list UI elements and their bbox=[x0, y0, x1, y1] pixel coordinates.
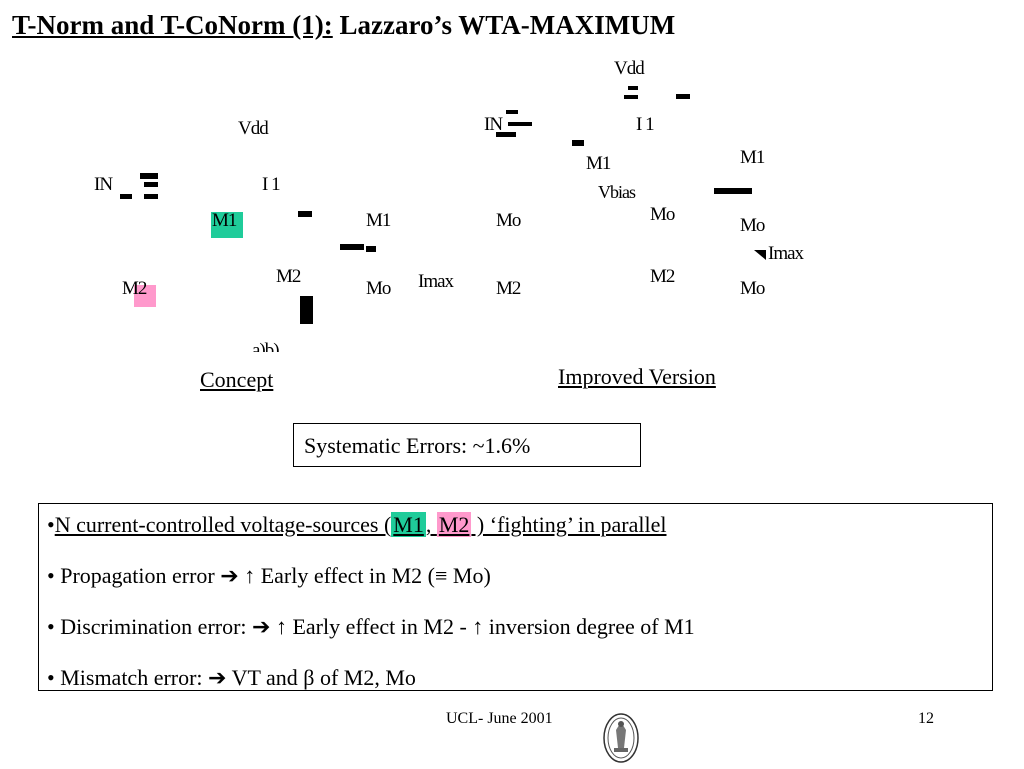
improved-mo-right-label: Mo bbox=[740, 215, 765, 236]
improved-vbias-label: Vbias bbox=[598, 182, 636, 202]
bullet-marker: • bbox=[47, 512, 55, 537]
concept-m1-label: M1 bbox=[212, 210, 237, 231]
concept-m1b-label: M1 bbox=[366, 210, 391, 231]
slide-title: T-Norm and T-CoNorm (1): Lazzaro’s WTA-M… bbox=[12, 10, 675, 41]
systematic-errors-box: Systematic Errors: ~1.6% bbox=[293, 423, 641, 467]
concept-output-bar bbox=[300, 296, 313, 324]
title-underlined: T-Norm and T-CoNorm (1): bbox=[12, 10, 333, 40]
improved-mo-left-label: Mo bbox=[496, 210, 521, 231]
improved-wire-mark bbox=[624, 95, 638, 99]
bullet-1-sep: , bbox=[425, 512, 437, 537]
concept-ab-label: a)b) bbox=[252, 340, 279, 352]
m1-highlight-box bbox=[211, 212, 243, 238]
systematic-errors-text: Systematic Errors: ~1.6% bbox=[304, 433, 531, 458]
improved-in-label: IN bbox=[484, 114, 503, 135]
bullet-1-text-a: N current-controlled voltage-sources ( bbox=[54, 512, 392, 537]
m2-highlight-text: M2 bbox=[436, 512, 472, 537]
caption-improved-version: Improved Version bbox=[558, 364, 716, 389]
improved-m1-label: M1 bbox=[586, 153, 611, 174]
caption-concept: Concept bbox=[200, 367, 274, 392]
m2-highlight-box bbox=[134, 285, 156, 307]
improved-in-mark bbox=[496, 132, 516, 137]
concept-in-mark bbox=[120, 194, 132, 199]
improved-m2-left-label: M2 bbox=[496, 278, 521, 299]
improved-wire-mark bbox=[572, 140, 584, 146]
improved-wire-mark bbox=[676, 94, 690, 99]
bullet-item: • Propagation error ➔ ↑ Early effect in … bbox=[47, 563, 491, 588]
improved-vdd-label: Vdd bbox=[614, 58, 645, 79]
concept-in-mark bbox=[144, 194, 158, 199]
bullet-list-box: •N current-controlled voltage-sources (M… bbox=[38, 503, 993, 691]
concept-vdd-label: Vdd bbox=[238, 118, 269, 139]
bullet-1-text-b: ) ‘fighting’ in parallel bbox=[471, 512, 667, 537]
concept-i1-label: I 1 bbox=[262, 174, 281, 195]
improved-i1-label: I 1 bbox=[636, 114, 655, 135]
concept-wire-mark bbox=[298, 211, 312, 217]
improved-imax-label: Imax bbox=[768, 243, 804, 264]
concept-in-label: IN bbox=[94, 174, 113, 195]
improved-wire-mark bbox=[714, 188, 752, 194]
improved-in-mark bbox=[506, 110, 518, 114]
concept-imax-label: Imax bbox=[418, 271, 454, 292]
footer-date: UCL- June 2001 bbox=[446, 710, 553, 727]
university-seal-icon bbox=[602, 712, 640, 764]
concept-in-mark bbox=[140, 173, 158, 179]
improved-m1b-label: M1 bbox=[740, 147, 765, 168]
title-rest: Lazzaro’s WTA-MAXIMUM bbox=[332, 10, 676, 40]
bullet-item: • Mismatch error: ➔ VT and β of M2, Mo bbox=[47, 665, 416, 690]
concept-m2b-label: M2 bbox=[122, 278, 147, 299]
m1-highlight-text: M1 bbox=[391, 512, 426, 537]
concept-mo-label: Mo bbox=[366, 278, 391, 299]
concept-m2-label: M2 bbox=[276, 266, 301, 287]
bullet-item: • Discrimination error: ➔ ↑ Early effect… bbox=[47, 614, 695, 639]
improved-mo-mid-label: Mo bbox=[650, 204, 675, 225]
concept-wire-mark bbox=[366, 246, 376, 252]
improved-m2-mid-label: M2 bbox=[650, 266, 675, 287]
concept-wire-mark bbox=[340, 244, 364, 250]
improved-wire-mark bbox=[628, 86, 638, 90]
improved-arrow-mark bbox=[754, 250, 766, 260]
bullet-item: •N current-controlled voltage-sources (M… bbox=[47, 512, 992, 563]
improved-in-mark bbox=[508, 122, 532, 126]
page-number: 12 bbox=[918, 710, 934, 727]
improved-mo-bottom-label: Mo bbox=[740, 278, 765, 299]
concept-in-mark bbox=[144, 182, 158, 187]
